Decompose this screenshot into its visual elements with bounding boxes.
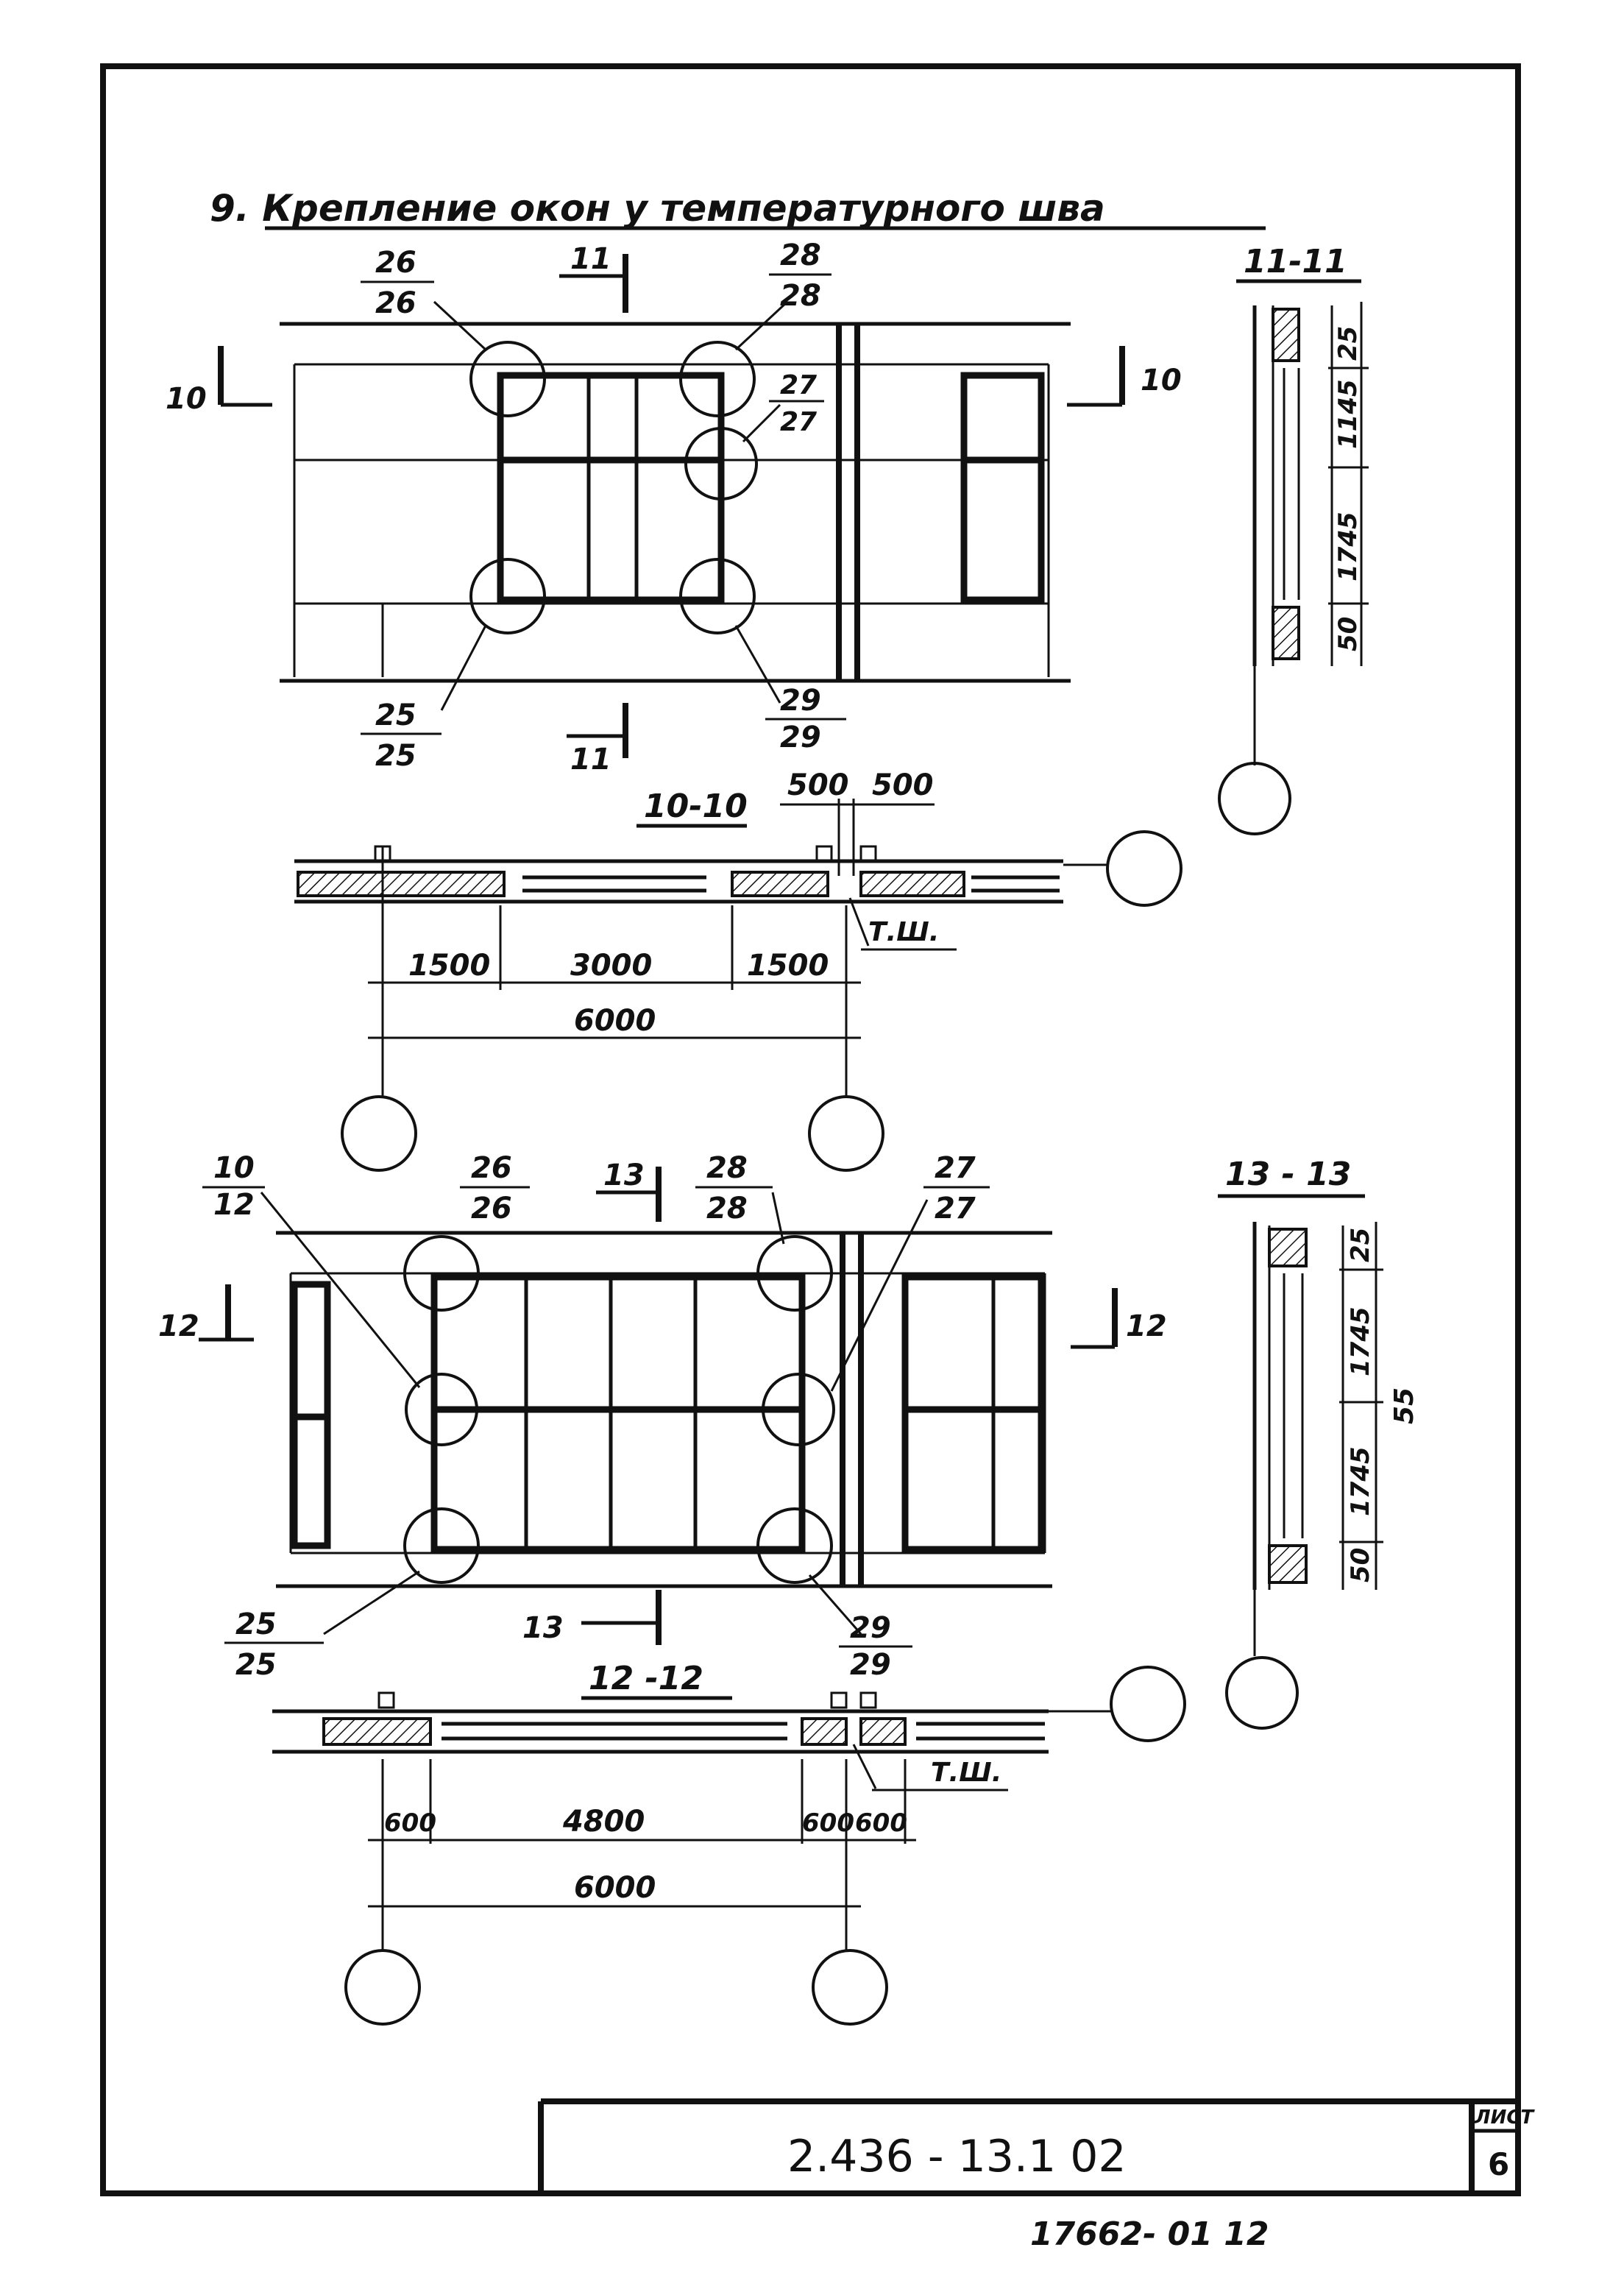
cut-10-left: 10: [166, 382, 207, 416]
callout-27-bottom-b: 27: [935, 1192, 976, 1225]
section-12-12-title: 12 -12: [589, 1660, 703, 1697]
sheet-label: ЛИСТ: [1474, 2107, 1535, 2129]
callout-29-bottom: 29: [780, 721, 821, 754]
callout-26-bottom: 26: [375, 286, 416, 320]
section-10-10-dim-1500-a: 1500: [408, 949, 490, 983]
callout-25-bottom-b: 25: [235, 1648, 277, 1682]
sheet-number: 6: [1488, 2146, 1509, 2182]
callout-28-bottom: 28: [780, 279, 821, 313]
section-13-13: 13 - 13 25 1745 1745 50 55: [1218, 1156, 1419, 1730]
callout-26-top: 26: [375, 246, 416, 280]
section-10-10-joint: Т.Ш.: [868, 917, 939, 947]
section-13-13-dim-3: 1745: [1346, 1446, 1375, 1516]
drawing-frame: [100, 63, 1521, 2196]
section-11-11-dim-4: 50: [1333, 617, 1363, 651]
section-12-12-joint: Т.Ш.: [931, 1758, 1001, 1788]
callout-28-top-b: 28: [706, 1151, 748, 1185]
cut-12-left: 12: [158, 1309, 199, 1343]
section-13-13-title: 13 - 13: [1225, 1156, 1351, 1193]
callout-29-bottom-b: 29: [850, 1648, 891, 1682]
section-12-12-dim-600-b: 600: [802, 1808, 854, 1838]
callout-27-top: 27: [780, 370, 817, 400]
footer-number: 17662- 01 12: [1030, 2215, 1269, 2253]
section-13-13-side-dim: 55: [1389, 1387, 1419, 1424]
section-13-13-dim-1: 25: [1346, 1228, 1375, 1262]
callout-27-top-b: 27: [935, 1151, 976, 1185]
callout-27-bottom: 27: [780, 407, 817, 437]
section-11-11: 11-11 25 1145 1745 50: [1218, 243, 1369, 835]
callout-25-top: 25: [375, 698, 416, 732]
cut-13-top: 13: [603, 1159, 645, 1192]
drawing-title: 9. Крепление окон у температурного шва: [210, 187, 1105, 230]
cut-13-bottom: 13: [522, 1611, 564, 1645]
section-12-12: 12 -12 Т.Ш. 600 4800 600 600 6000: [272, 1660, 1186, 2026]
section-12-12-dim-600-c: 600: [855, 1808, 907, 1838]
section-11-11-dim-2: 1145: [1333, 379, 1363, 449]
plan-top: 26 26 28 28 27 27 25 25 29 29 11 11 10 1…: [166, 238, 1182, 777]
section-12-12-dim-600-a: 600: [384, 1808, 436, 1838]
callout-29-top: 29: [780, 684, 821, 718]
section-12-12-dim-4800: 4800: [562, 1805, 645, 1839]
section-10-10-dim-500-b: 500: [872, 768, 934, 802]
callout-10-12-top: 10: [213, 1151, 255, 1185]
plan-bottom: 10 12 26 26 28 28 27 27 25 25 29 29 13 1…: [158, 1151, 1167, 1682]
callout-25-bottom: 25: [375, 739, 416, 773]
document-code: 2.436 - 13.1 02: [787, 2131, 1127, 2182]
callout-29-top-b: 29: [850, 1611, 891, 1645]
callout-25-top-b: 25: [235, 1607, 277, 1641]
callout-10-12-bottom: 12: [213, 1188, 255, 1222]
cut-11-top: 11: [570, 242, 611, 276]
cut-11-bottom: 11: [570, 743, 611, 777]
callout-28-top: 28: [780, 238, 821, 272]
section-13-13-dim-4: 50: [1346, 1548, 1375, 1582]
callout-28-bottom-b: 28: [706, 1192, 748, 1225]
section-10-10-dim-500-a: 500: [787, 768, 849, 802]
section-12-12-total: 6000: [574, 1871, 656, 1905]
cut-12-right: 12: [1126, 1309, 1167, 1343]
callout-26-top-b: 26: [471, 1151, 512, 1185]
section-10-10-dim-1500-b: 1500: [747, 949, 829, 983]
section-10-10-total: 6000: [574, 1004, 656, 1038]
section-11-11-dim-1: 25: [1333, 326, 1363, 361]
callout-26-bottom-b: 26: [471, 1192, 512, 1225]
cut-10-right: 10: [1141, 364, 1182, 397]
section-11-11-title: 11-11: [1244, 243, 1347, 280]
section-11-11-dim-3: 1745: [1333, 512, 1363, 581]
section-10-10-dim-3000: 3000: [570, 949, 652, 983]
section-13-13-dim-2: 1745: [1346, 1306, 1375, 1376]
title-block: 2.436 - 13.1 02 ЛИСТ 6: [538, 2098, 1535, 2193]
section-10-10-title: 10-10: [644, 788, 748, 825]
section-10-10: 10-10 500 500 Т.Ш. 1500 3000 1500: [294, 768, 1182, 1172]
